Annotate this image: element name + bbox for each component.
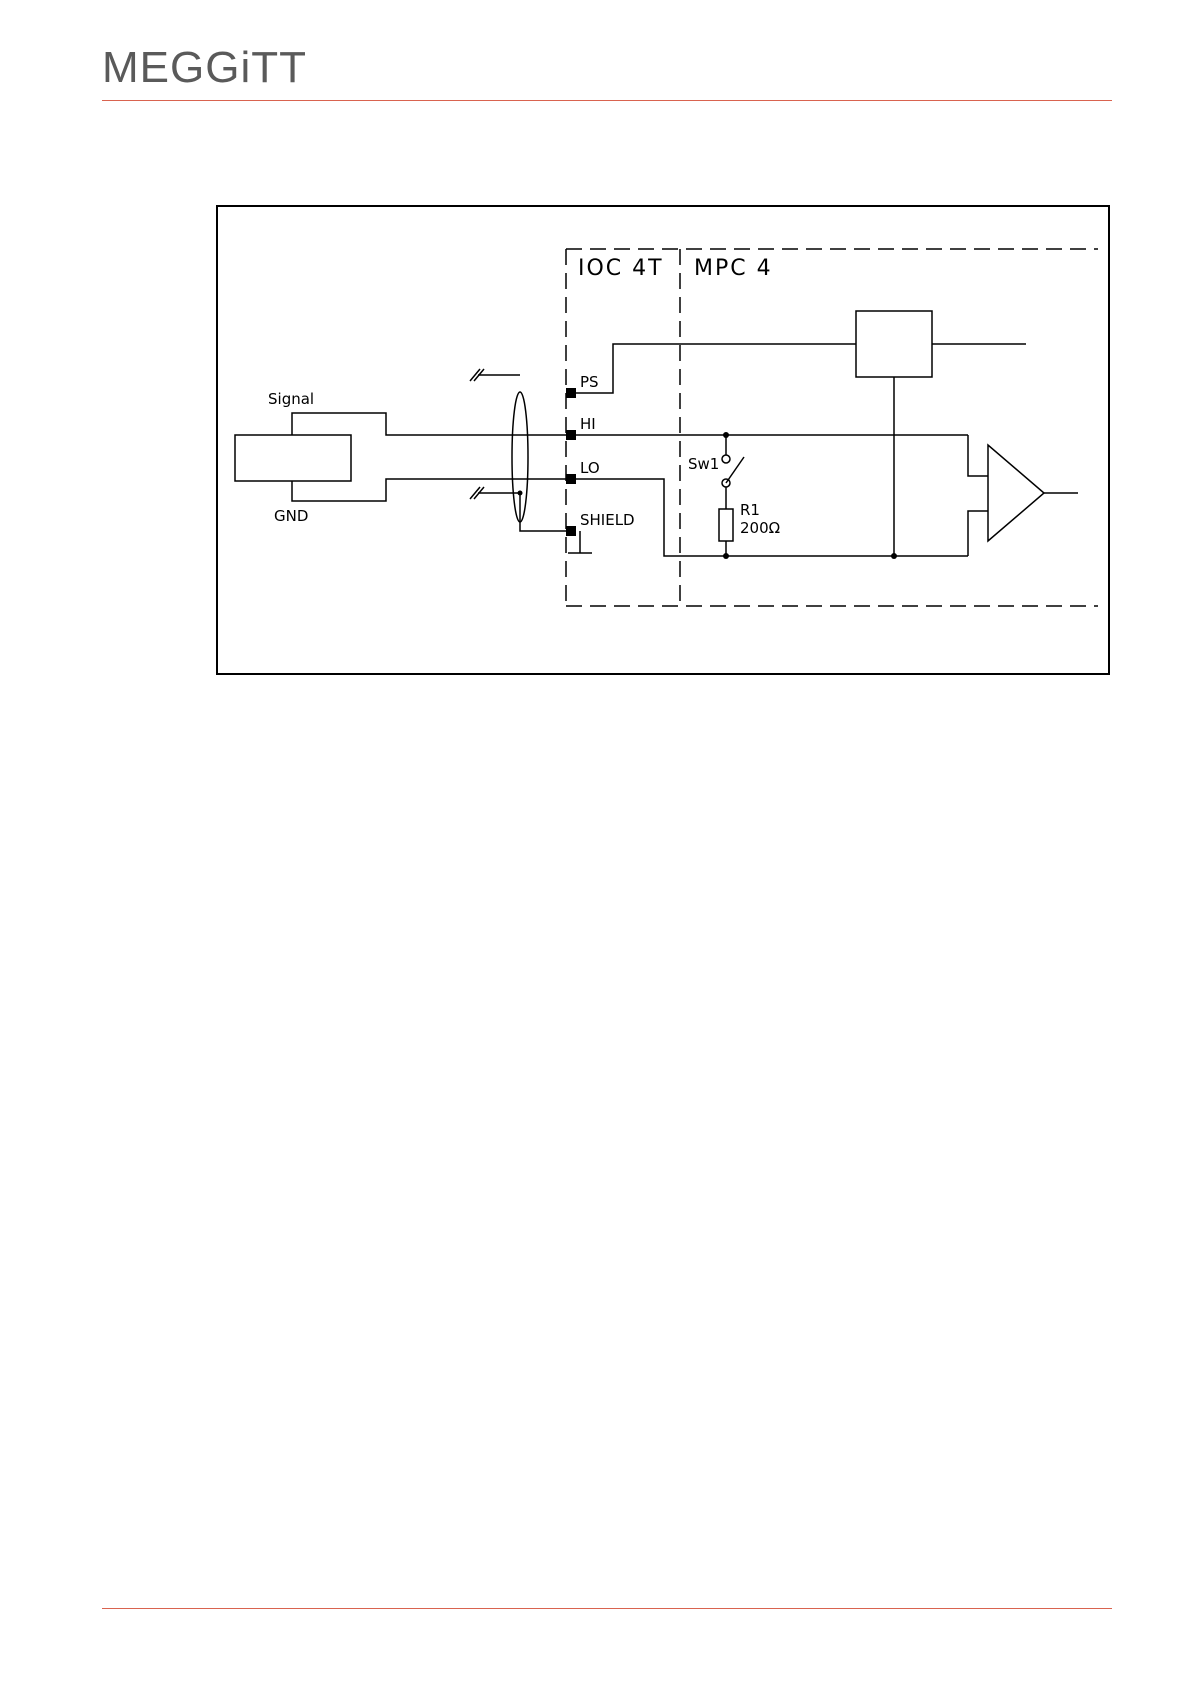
signal-lead bbox=[292, 413, 518, 435]
wiring-diagram: IOC 4T MPC 4 PS HI LO SHIELD Signal GND … bbox=[218, 207, 1108, 673]
junction-resistor bbox=[723, 553, 729, 559]
signal-label: Signal bbox=[268, 390, 314, 408]
pin-lo-label: LO bbox=[580, 459, 600, 477]
connector-pins bbox=[518, 388, 898, 559]
pin-hi-label: HI bbox=[580, 415, 596, 433]
pin-shield-marker bbox=[566, 526, 576, 536]
hi-to-amp bbox=[968, 435, 988, 476]
resistor-body bbox=[719, 509, 733, 541]
shield-drain bbox=[520, 493, 572, 531]
ps-wire bbox=[566, 344, 856, 393]
module-boundaries bbox=[566, 249, 1098, 606]
switch-contact-top bbox=[722, 455, 730, 463]
resistor-name-label: R1 bbox=[740, 501, 760, 519]
wiring-diagram-frame: IOC 4T MPC 4 PS HI LO SHIELD Signal GND … bbox=[216, 205, 1110, 675]
module-mpc-label: MPC 4 bbox=[694, 256, 773, 281]
pin-ps-marker bbox=[566, 388, 576, 398]
junction-block bbox=[891, 553, 897, 559]
power-block bbox=[856, 311, 932, 377]
amplifier-symbol bbox=[988, 445, 1044, 541]
pin-hi-marker bbox=[566, 430, 576, 440]
meggitt-logo: MEGGiTT bbox=[102, 46, 307, 90]
gnd-label: GND bbox=[274, 507, 308, 525]
footer-rule bbox=[102, 1608, 1112, 1609]
header-rule bbox=[102, 100, 1112, 101]
gnd-lead bbox=[292, 479, 518, 501]
pin-ps-label: PS bbox=[580, 373, 599, 391]
resistor-value-label: 200Ω bbox=[740, 519, 780, 537]
junction-shield bbox=[518, 491, 523, 496]
signal-source-box bbox=[235, 435, 351, 481]
pin-lo-marker bbox=[566, 474, 576, 484]
module-ioc-label: IOC 4T bbox=[578, 256, 664, 281]
pin-shield-label: SHIELD bbox=[580, 511, 635, 529]
junction-switch bbox=[723, 432, 729, 438]
switch-label: Sw1 bbox=[688, 455, 719, 473]
lo-to-amp bbox=[968, 511, 988, 556]
